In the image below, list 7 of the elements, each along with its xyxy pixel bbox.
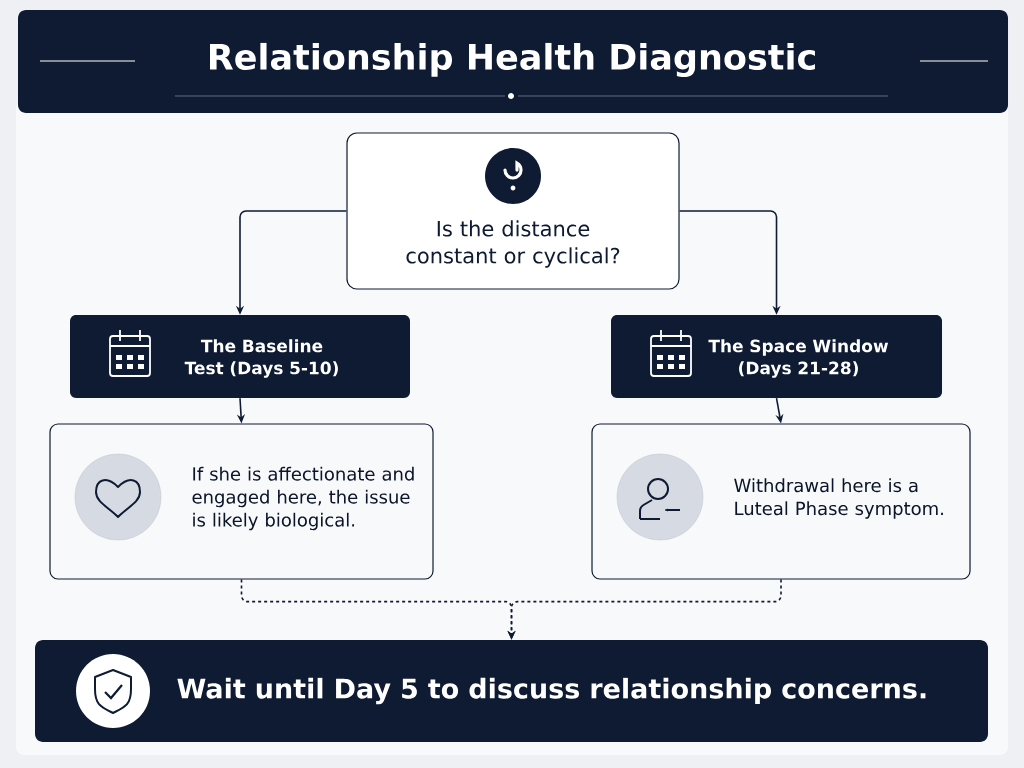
decision-box: Is the distance constant or cyclical? [346,132,680,290]
header-box: The Space Window (Days 21-28) [611,315,942,398]
info-card: Withdrawal here is a Luteal Phase symptom. [591,423,971,580]
info-card: If she is affectionate and engaged here, the issue is likely biological. [49,423,434,580]
title-banner: Relationship Health Diagnostic [18,10,1008,113]
header-box: The Baseline Test (Days 5-10) [70,315,410,398]
conclusion-bar: Wait until Day 5 to discuss relationship concerns. [35,640,988,742]
